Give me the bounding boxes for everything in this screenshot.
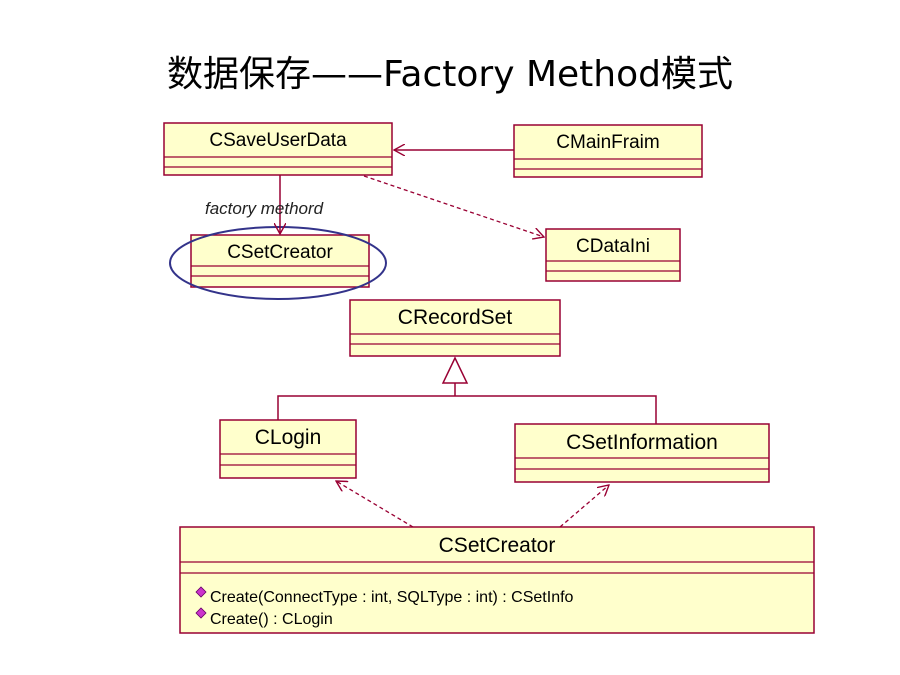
operation-create-login: Create() : CLogin <box>210 611 333 628</box>
class-name: CSetCreator <box>227 242 333 263</box>
class-clogin[interactable]: CLogin <box>219 419 357 479</box>
class-name: CSaveUserData <box>209 130 347 151</box>
class-cdataini[interactable]: CDataIni <box>545 228 681 282</box>
generalization-branches <box>277 395 657 424</box>
class-csetinformation[interactable]: CSetInformation <box>514 423 770 483</box>
class-csaveuserdata[interactable]: CSaveUserData <box>163 122 393 176</box>
class-name: CLogin <box>255 426 322 449</box>
operation-create-setinfo: Create(ConnectType : int, SQLType : int)… <box>210 589 574 606</box>
class-name: CMainFraim <box>556 132 659 153</box>
generalization-triangle <box>441 356 469 384</box>
class-name: CRecordSet <box>398 306 513 329</box>
class-csetcreator-detail[interactable]: CSetCreator Create(ConnectType : int, SQ… <box>179 526 815 634</box>
class-name: CSetCreator <box>439 534 556 557</box>
class-csetcreator-small[interactable]: CSetCreator <box>190 234 370 288</box>
class-name: CSetInformation <box>566 431 718 454</box>
class-crecordset[interactable]: CRecordSet <box>349 299 561 357</box>
dependency-arrow-setinfo <box>559 485 609 528</box>
factory-method-label: factory methord <box>205 199 324 218</box>
class-cmainfraim[interactable]: CMainFraim <box>513 124 703 178</box>
page-title: 数据保存——Factory Method模式 <box>167 54 733 95</box>
dependency-arrow <box>363 175 544 237</box>
operation-icon <box>195 607 207 619</box>
operation-icon <box>195 586 207 598</box>
dependency-arrow-login <box>336 481 414 528</box>
class-name: CDataIni <box>576 236 650 257</box>
